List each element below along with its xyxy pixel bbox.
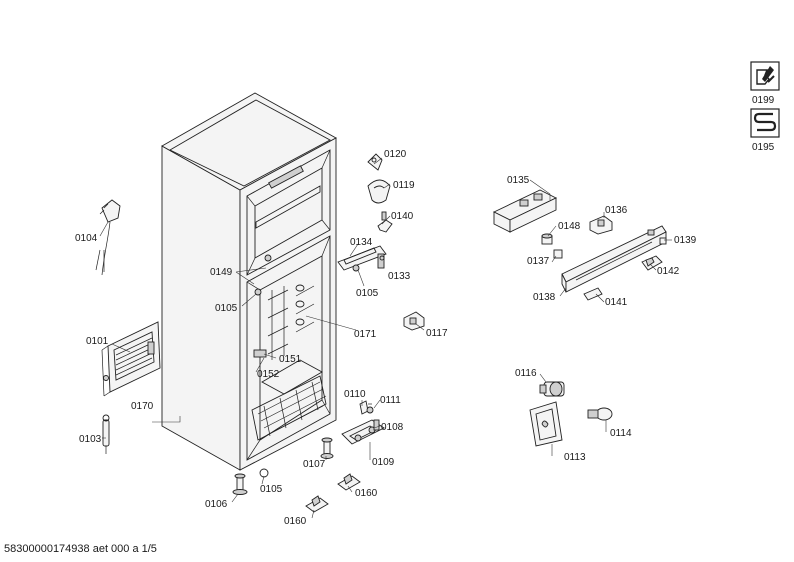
part-label: 0142 (657, 266, 680, 277)
leveling-rod-part (102, 414, 110, 454)
part-label: 0105 (356, 288, 379, 299)
leveling-foot-0107 (320, 437, 334, 459)
part-label: 0104 (75, 233, 98, 244)
upper-hinge-part (337, 245, 387, 272)
cover-part-0142 (641, 255, 663, 271)
part-label: 0151 (279, 354, 302, 365)
service-tool-icon (750, 61, 780, 91)
bracket-part-0160-upper (337, 473, 361, 491)
refrigerator-cabinet (161, 92, 337, 471)
lower-hinge-part (341, 419, 385, 445)
clip-part-0120 (367, 153, 383, 171)
condenser-grille-part (101, 321, 161, 397)
label-plate-0141 (583, 287, 603, 301)
part-label: 0160 (355, 488, 378, 499)
part-label: 0105 (215, 303, 238, 314)
switch-part-0117 (403, 311, 425, 331)
part-label: 0141 (605, 297, 628, 308)
part-label: 0108 (381, 422, 404, 433)
part-label: 0114 (610, 428, 632, 439)
control-panel-strip (561, 225, 667, 293)
part-label: 0111 (380, 395, 401, 406)
thermostat-part-0136 (589, 215, 613, 235)
part-label: 0139 (674, 235, 697, 246)
part-label: 0136 (605, 205, 628, 216)
service-tool-code: 0199 (752, 95, 775, 106)
part-label: 0149 (210, 267, 233, 278)
part-label: 0119 (393, 180, 415, 191)
part-label: 0152 (257, 369, 280, 380)
part-label: 0110 (344, 389, 366, 400)
part-label: 0148 (558, 221, 581, 232)
part-label: 0105 (260, 484, 283, 495)
part-label: 0106 (205, 499, 228, 510)
part-label: 0138 (533, 292, 556, 303)
part-label: 0160 (284, 516, 307, 527)
part-label: 0101 (86, 336, 109, 347)
knob-part-0148 (541, 233, 553, 245)
document-footer: 58300000174938 aet 000 a 1/5 (4, 543, 157, 555)
washer-part (259, 468, 269, 478)
bracket-part-0160-lower (305, 495, 329, 513)
lamp-cover-part (253, 349, 267, 358)
lamp-bulb-part (587, 407, 613, 421)
part-label: 0107 (303, 459, 326, 470)
part-label: 0134 (350, 237, 373, 248)
heating-coil-code: 0195 (752, 142, 775, 153)
leveling-foot-0106 (232, 473, 248, 495)
lamp-socket-part (539, 381, 565, 397)
part-label: 0171 (354, 329, 377, 340)
button-part-0139 (659, 237, 667, 245)
bracket-part-0140 (377, 211, 393, 233)
control-housing-part (492, 189, 558, 233)
heating-coil-icon (750, 108, 780, 138)
knob-part-0137 (553, 249, 563, 259)
part-label: 0120 (384, 149, 407, 160)
part-label: 0170 (131, 401, 154, 412)
part-label: 0116 (515, 368, 537, 379)
hinge-cover-part (367, 179, 391, 204)
part-label: 0113 (564, 452, 586, 463)
power-cord-part (95, 199, 121, 276)
part-label: 0140 (391, 211, 414, 222)
part-label: 0117 (426, 328, 448, 339)
part-label: 0135 (507, 175, 530, 186)
part-label: 0137 (527, 256, 550, 267)
lamp-cover-housing (529, 401, 563, 447)
part-label: 0103 (79, 434, 102, 445)
part-label: 0133 (388, 271, 411, 282)
leader-lines (99, 157, 672, 519)
part-label: 0109 (372, 457, 395, 468)
